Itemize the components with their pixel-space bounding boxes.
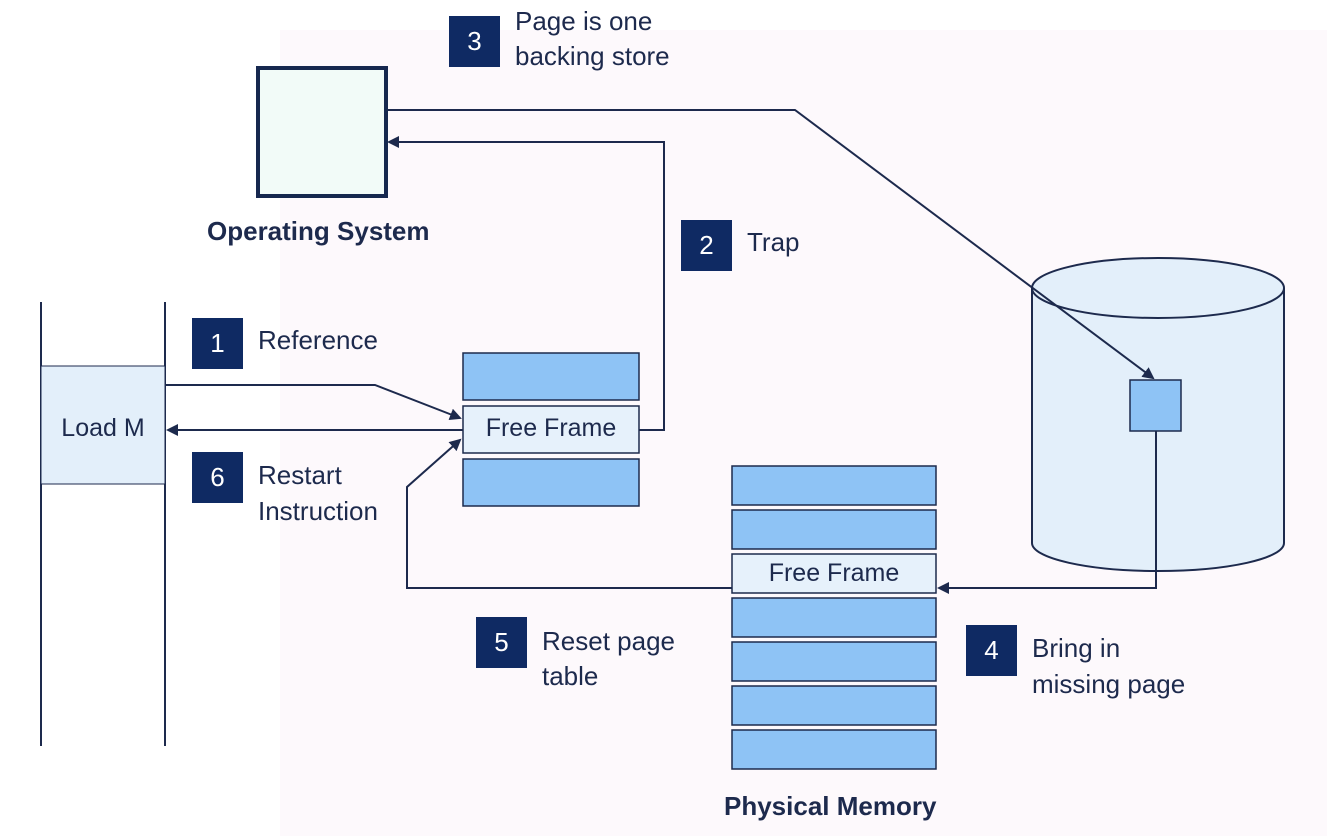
arrow-reset-page-table — [406, 438, 732, 589]
load-m-label: Load M — [61, 414, 145, 442]
page-table-entry-top — [462, 352, 640, 401]
memory-frame — [731, 597, 937, 638]
step-1-badge: 1 — [192, 318, 243, 369]
step-3-label-line1: Page is one — [515, 6, 653, 36]
step-4-label-line1: Bring in — [1032, 633, 1121, 663]
load-m-box — [40, 365, 166, 485]
arrow-bring-in-page — [937, 431, 1157, 594]
missing-page-block — [1129, 379, 1182, 432]
page-table-entry-bottom — [462, 458, 640, 507]
step-1-label: Reference — [258, 325, 378, 355]
operating-system-box — [256, 66, 388, 198]
memory-frame — [731, 729, 937, 770]
memory-frame — [731, 509, 937, 550]
step-6-label-line2: Instruction — [258, 496, 378, 526]
arrow-reference — [166, 384, 462, 420]
step-5-label-line2: table — [542, 661, 599, 691]
step-5-badge: 5 — [476, 617, 527, 668]
step-3-badge: 3 — [449, 16, 500, 67]
memory-frame — [731, 641, 937, 682]
step-2-label: Trap — [747, 227, 800, 257]
operating-system-title: Operating System — [207, 216, 430, 246]
step-3-label-line2: backing store — [515, 41, 670, 71]
step-5-label-line1: Reset page — [542, 626, 675, 656]
memory-frame — [731, 465, 937, 506]
physical-memory-title: Physical Memory — [724, 791, 937, 821]
memory-frame — [731, 685, 937, 726]
step-2-badge: 2 — [681, 220, 732, 271]
step-4-badge: 4 — [966, 625, 1017, 676]
arrow-backing-store — [388, 109, 1155, 380]
memory-free-frame-box — [731, 553, 937, 594]
step-4-label-line2: missing page — [1032, 669, 1186, 699]
step-6-badge: 6 — [192, 452, 243, 503]
step-6-label-line1: Restart — [258, 460, 342, 490]
arrow-trap — [387, 136, 665, 431]
memory-free-frame-label: Free Frame — [768, 559, 900, 587]
backing-store-disk-top — [1031, 257, 1285, 319]
page-table-free-frame-label: Free Frame — [485, 414, 617, 442]
